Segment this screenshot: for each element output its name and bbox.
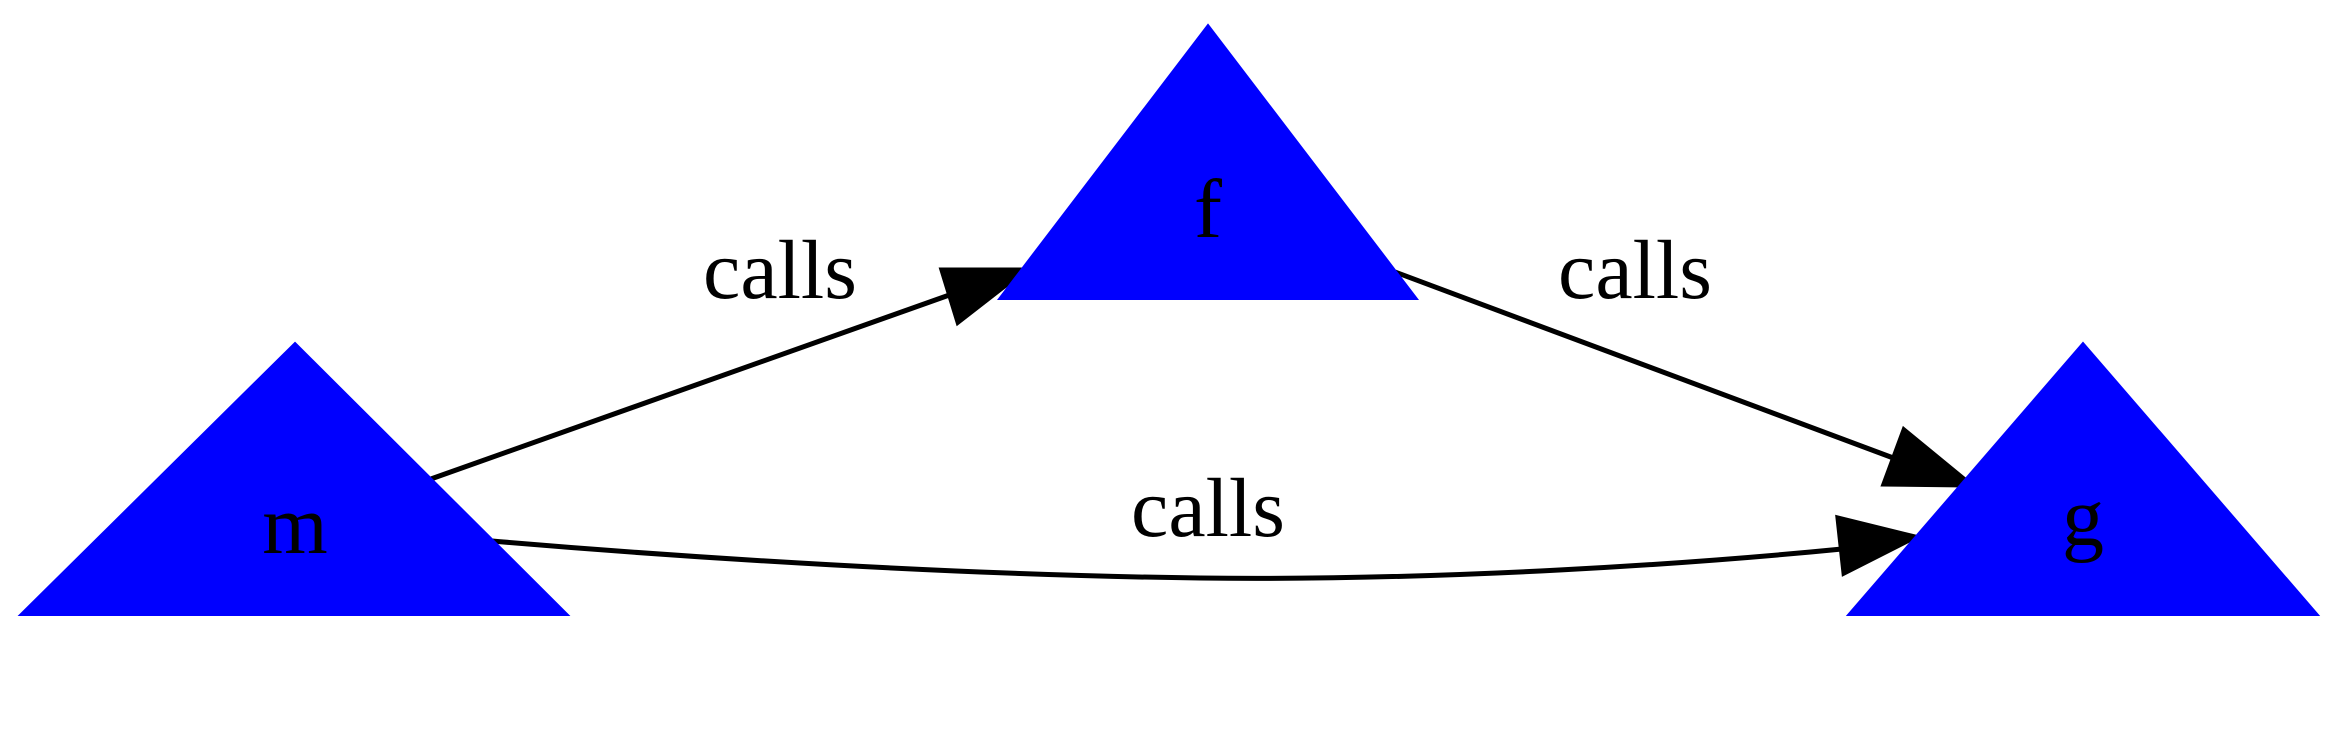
edge-m-to-g: calls — [491, 462, 1923, 581]
edge-label-f-to-g: calls — [1558, 224, 1712, 317]
arrowhead-m-to-f — [938, 267, 1033, 327]
arrowhead-m-to-g — [1835, 514, 1923, 577]
node-g: g — [1845, 341, 2321, 616]
node-f-triangle — [996, 23, 1420, 300]
node-g-label: g — [2062, 471, 2104, 564]
edge-line-f-to-g — [1394, 269, 1897, 462]
edge-f-to-g: calls — [1394, 224, 1979, 488]
edge-label-m-to-g: calls — [1131, 462, 1285, 555]
edge-line-m-to-f — [427, 290, 956, 483]
node-f-label: f — [1194, 163, 1222, 256]
node-f: f — [996, 23, 1420, 300]
node-m-triangle — [17, 341, 571, 616]
node-g-triangle — [1845, 341, 2321, 616]
edge-line-m-to-g — [491, 538, 1843, 581]
node-m: m — [17, 341, 571, 616]
arrowhead-f-to-g — [1880, 425, 1979, 488]
edge-m-to-f: calls — [427, 224, 1033, 483]
node-m-label: m — [262, 479, 327, 572]
edge-label-m-to-f: calls — [703, 224, 857, 317]
